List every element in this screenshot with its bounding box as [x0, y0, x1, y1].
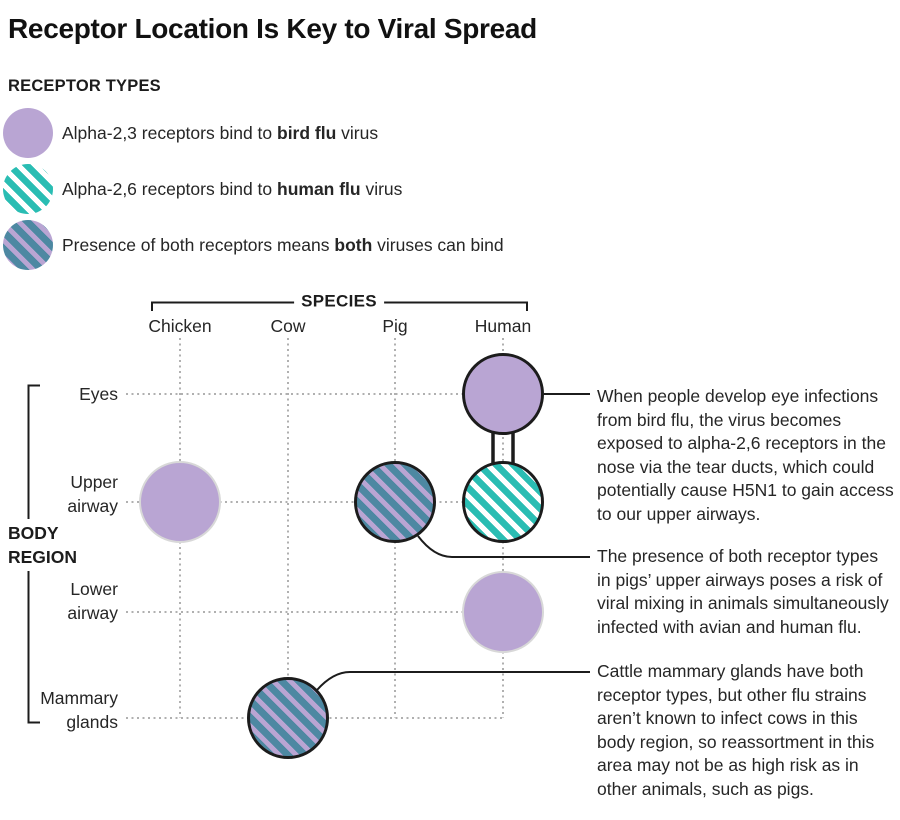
annotation-line: When people develop eye infections — [597, 386, 879, 406]
column-label-pig: Pig — [382, 316, 408, 336]
body-region-bracket-bottom — [27, 571, 40, 724]
annotation-human-eyes: When people develop eye infections from b… — [597, 385, 894, 526]
annotation-line: from bird flu, the virus becomes — [597, 409, 842, 430]
annotation-pig-upper-airway: The presence of both receptor types in pi… — [597, 545, 889, 639]
x-axis-label-species: SPECIES — [294, 291, 384, 313]
row-label-line: glands — [66, 712, 118, 732]
row-label-upper-airway: Upper airway — [67, 470, 118, 518]
annotation-line: exposed to alpha-2,6 receptors in the — [597, 433, 886, 453]
annotation-line: viral mixing in animals simultaneously — [597, 593, 889, 613]
column-label-human: Human — [474, 316, 532, 336]
legend-swatch-bird-circle — [3, 108, 53, 158]
legend-item-label: Alpha-2,6 receptors bind to human flu vi… — [62, 179, 403, 199]
annotation-line: potentially cause H5N1 to gain access — [597, 480, 894, 500]
row-label-line: Eyes — [79, 384, 118, 404]
callout-line-3 — [316, 671, 590, 691]
annotation-line: in pigs’ upper airways poses a risk of — [597, 569, 883, 590]
data-point-human-lower-airway — [462, 571, 544, 653]
data-point-chicken-upper-airway — [139, 461, 221, 543]
body-region-bracket-top — [27, 384, 40, 519]
legend-item-label: Alpha-2,3 receptors bind to bird flu vir… — [62, 123, 379, 143]
row-label-eyes: Eyes — [79, 382, 118, 406]
annotation-line: infected with avian and human flu. — [597, 616, 862, 637]
annotation-line: Cattle mammary glands have both — [597, 661, 864, 681]
row-label-line: airway — [67, 603, 118, 623]
row-label-line: Mammary — [40, 688, 118, 708]
row-label-line: Upper — [70, 472, 118, 492]
data-point-human-eyes — [462, 353, 544, 435]
annotation-line: receptor types, but other flu strains — [597, 684, 867, 705]
y-axis-label-line-1: BODY — [8, 523, 59, 543]
row-label-lower-airway: Lower airway — [67, 577, 118, 625]
legend-item-label: Presence of both receptors means both vi… — [62, 235, 504, 255]
annotation-line: area may not be as high risk as in — [597, 755, 859, 775]
annotation-line: nose via the tear ducts, which could — [597, 456, 875, 477]
row-label-mammary-glands: Mammary glands — [40, 686, 118, 734]
legend-heading: RECEPTOR TYPES — [8, 77, 161, 95]
page-title: Receptor Location Is Key to Viral Spread — [8, 13, 537, 44]
row-label-line: airway — [67, 496, 118, 516]
annotation-line: aren’t known to infect cows in this — [597, 708, 858, 728]
annotation-line: The presence of both receptor types — [597, 546, 879, 566]
annotation-line: other animals, such as pigs. — [597, 778, 814, 799]
callout-line-2 — [417, 535, 590, 558]
column-label-chicken: Chicken — [148, 316, 212, 336]
legend-swatch-human-circle — [3, 164, 53, 214]
legend-swatch-both-circle — [3, 220, 53, 270]
data-point-cow-mammary-glands — [247, 677, 329, 759]
annotation-cow-mammary-glands: Cattle mammary glands have both receptor … — [597, 660, 874, 801]
y-axis-label-line-2: REGION — [8, 547, 78, 567]
annotation-line: body region, so reassortment in this — [597, 731, 875, 752]
column-label-cow: Cow — [270, 316, 306, 336]
data-point-pig-upper-airway — [354, 461, 436, 543]
data-point-human-upper-airway — [462, 461, 544, 543]
y-axis-label-body-region: BODY REGION — [8, 521, 77, 569]
row-label-line: Lower — [70, 579, 118, 599]
annotation-line: to our upper airways. — [597, 503, 761, 524]
